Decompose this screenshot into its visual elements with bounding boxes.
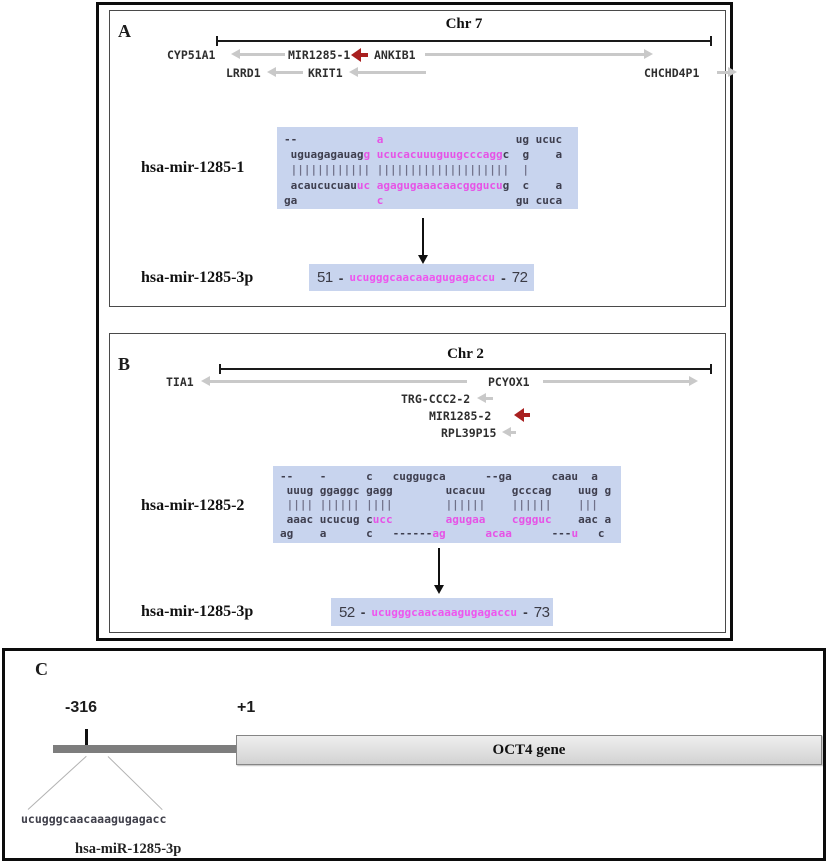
- gene-arrow-cyp51a1: [231, 49, 285, 59]
- binding-site-sequence: ucugggcaacaaagugagacc: [21, 812, 167, 826]
- gene-label-chchd4p1: CHCHD4P1: [644, 66, 700, 80]
- mature-sep-b1: -: [360, 604, 366, 620]
- gene-arrow-lrrd1: [267, 67, 303, 77]
- down-arrow-a: [418, 218, 428, 264]
- gene-label-tia1: TIA1: [166, 375, 194, 389]
- chr7-line: [216, 36, 712, 46]
- gene-label-mir1285-2: MIR1285-2: [429, 409, 492, 423]
- hairpin-structure-mir1285-2: -- - c cuggugca --ga caau a uuug ggaggc …: [273, 466, 621, 543]
- binding-site-tick: [85, 729, 88, 747]
- gene-label-krit1: KRIT1: [308, 66, 343, 80]
- callout-line-left: [27, 755, 87, 810]
- gene-arrow-chchd4p1: [717, 67, 737, 77]
- gene-arrow-trg-ccc2-2: [477, 393, 493, 403]
- gene-arrow-pcyox1: [543, 376, 698, 386]
- mature-start-b: 52: [339, 603, 355, 621]
- mirna-name-label: hsa-miR-1285-3p: [75, 841, 182, 857]
- panel-a: A Chr 7 CYP51A1 MIR1285-1 ANKIB1 LRRD1 K…: [109, 10, 737, 307]
- oct4-gene-box: OCT4 gene: [236, 735, 822, 765]
- gene-label-rpl39p15: RPL39P15: [441, 426, 497, 440]
- hairpin-structure-mir1285-1: -- a ug ucuc uguagagauagg ucucacuuuguugc…: [277, 127, 578, 209]
- mature-sequence-box-b: 52 - ucugggcaacaaagugagaccu - 73: [331, 598, 553, 626]
- gene-arrow-rpl39p15: [502, 427, 516, 437]
- panel-b-label: B: [118, 354, 131, 374]
- mature-sep-a1: -: [338, 269, 344, 286]
- mature-sep-b2: -: [523, 604, 528, 620]
- mir1285-1-arrow: [351, 48, 368, 62]
- mature-sep-a2: -: [501, 269, 506, 286]
- chr2-line: [219, 364, 712, 374]
- chr2-title: Chr 2: [447, 346, 484, 362]
- panel-b: B Chr 2 TIA1 PCYOX1 TRG-CCC2-2 MIR1285-2…: [109, 333, 726, 633]
- panel-a-label: A: [118, 21, 131, 41]
- promoter-bar: [53, 745, 238, 753]
- hairpin-label-a: hsa-mir-1285-1: [141, 159, 245, 176]
- upstream-position-label: -316: [65, 699, 98, 716]
- hairpin-label-b: hsa-mir-1285-2: [141, 497, 245, 514]
- down-arrow-b: [434, 548, 444, 594]
- tss-position-label: +1: [237, 699, 256, 716]
- mature-seq-b: ucugggcaacaaagugagaccu: [371, 605, 518, 619]
- chr7-title: Chr 7: [445, 16, 483, 32]
- mature-label-a: hsa-mir-1285-3p: [141, 269, 254, 286]
- panel-ab-container: A Chr 7 CYP51A1 MIR1285-1 ANKIB1 LRRD1 K…: [96, 2, 737, 641]
- mature-label-b: hsa-mir-1285-3p: [141, 603, 254, 620]
- gene-label-ankib1: ANKIB1: [374, 48, 416, 62]
- panel-c: C -316 +1 OCT4 gene ucugggcaacaaagugagac…: [2, 648, 826, 861]
- mature-end-b: 73: [533, 603, 550, 621]
- gene-label-lrrd1: LRRD1: [226, 66, 261, 80]
- mature-sequence-box-a: 51 - ucugggcaacaaagugagaccu - 72: [309, 264, 534, 291]
- gene-arrow-krit1: [349, 67, 426, 77]
- panel-c-label: C: [35, 659, 48, 679]
- mir1285-2-arrow: [514, 408, 530, 422]
- mature-end-a: 72: [511, 269, 528, 286]
- gene-label-mir1285-1: MIR1285-1: [288, 48, 351, 62]
- gene-label-pcyox1: PCYOX1: [488, 375, 530, 389]
- callout-line-right: [107, 756, 163, 811]
- mature-seq-a: ucugggcaacaaagugagaccu: [349, 271, 496, 284]
- gene-arrow-ankib1: [425, 49, 653, 59]
- gene-arrow-tia1: [201, 376, 467, 386]
- gene-label-cyp51a1: CYP51A1: [167, 48, 216, 62]
- gene-label-trg-ccc2-2: TRG-CCC2-2: [401, 392, 471, 406]
- mature-start-a: 51: [317, 269, 333, 286]
